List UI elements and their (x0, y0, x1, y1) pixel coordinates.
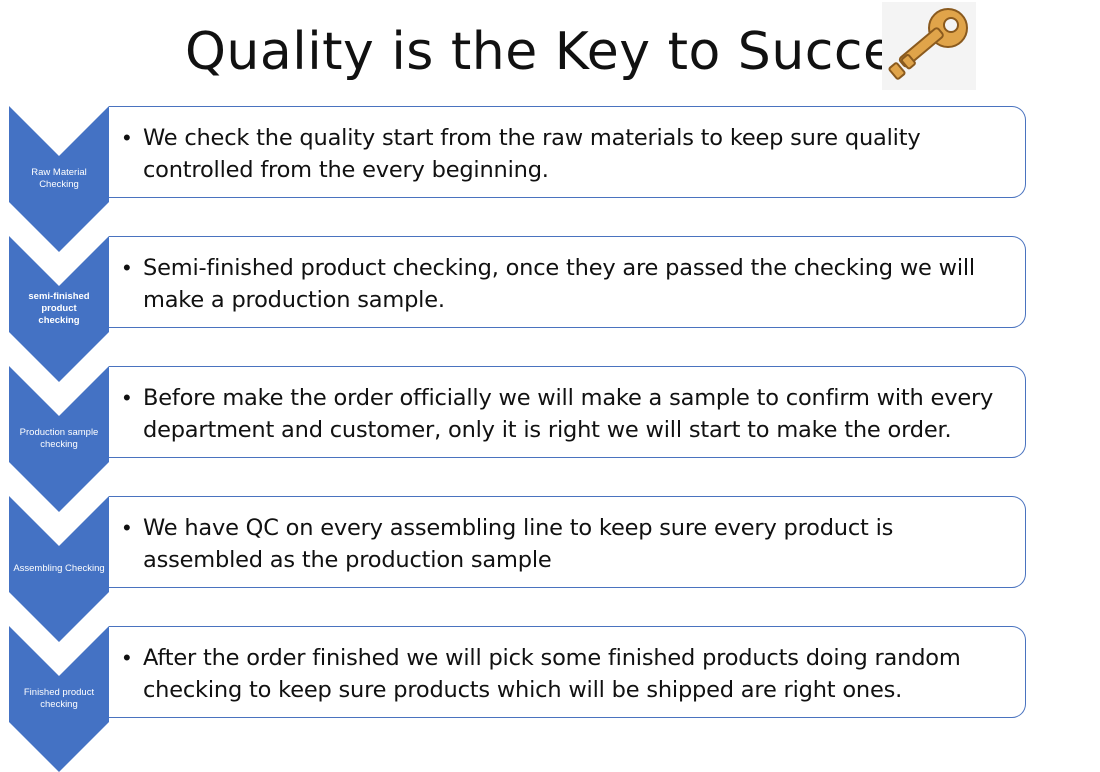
chevron-down-icon (9, 106, 111, 252)
step-2: • Semi-finished product checking, once t… (9, 236, 1029, 382)
chevron-down-icon (9, 626, 111, 772)
page-title: Quality is the Key to Success (185, 22, 951, 82)
step-1-text: We check the quality start from the raw … (143, 125, 921, 183)
step-5-card: • After the order finished we will pick … (109, 626, 1026, 718)
bullet-icon: • (123, 255, 131, 280)
step-3-card: • Before make the order officially we wi… (109, 366, 1026, 458)
chevron-down-icon (9, 236, 111, 382)
step-1-label: Raw Material Checking (31, 167, 87, 190)
step-2-card: • Semi-finished product checking, once t… (109, 236, 1026, 328)
bullet-icon: • (123, 385, 131, 410)
step-2-text: Semi-finished product checking, once the… (143, 255, 975, 313)
step-3: • Before make the order officially we wi… (9, 366, 1029, 512)
step-4: • We have QC on every assembling line to… (9, 496, 1029, 642)
bullet-icon: • (123, 645, 131, 670)
step-4-label: Assembling Checking (13, 563, 105, 574)
step-4-text: We have QC on every assembling line to k… (143, 515, 894, 573)
chevron-down-icon (9, 496, 111, 642)
step-4-card: • We have QC on every assembling line to… (109, 496, 1026, 588)
bullet-icon: • (123, 515, 131, 540)
step-5-text: After the order finished we will pick so… (143, 645, 961, 703)
chevron-down-icon (9, 366, 111, 512)
step-1: • We check the quality start from the ra… (9, 106, 1029, 252)
bullet-icon: • (123, 125, 131, 150)
step-5-label: Finished product checking (23, 687, 95, 710)
step-1-card: • We check the quality start from the ra… (109, 106, 1026, 198)
step-5: • After the order finished we will pick … (9, 626, 1029, 772)
step-3-label: Production sample checking (19, 427, 99, 450)
key-icon (882, 2, 976, 90)
step-3-text: Before make the order officially we will… (143, 385, 994, 443)
step-2-label: semi-finished product checking (28, 291, 90, 326)
